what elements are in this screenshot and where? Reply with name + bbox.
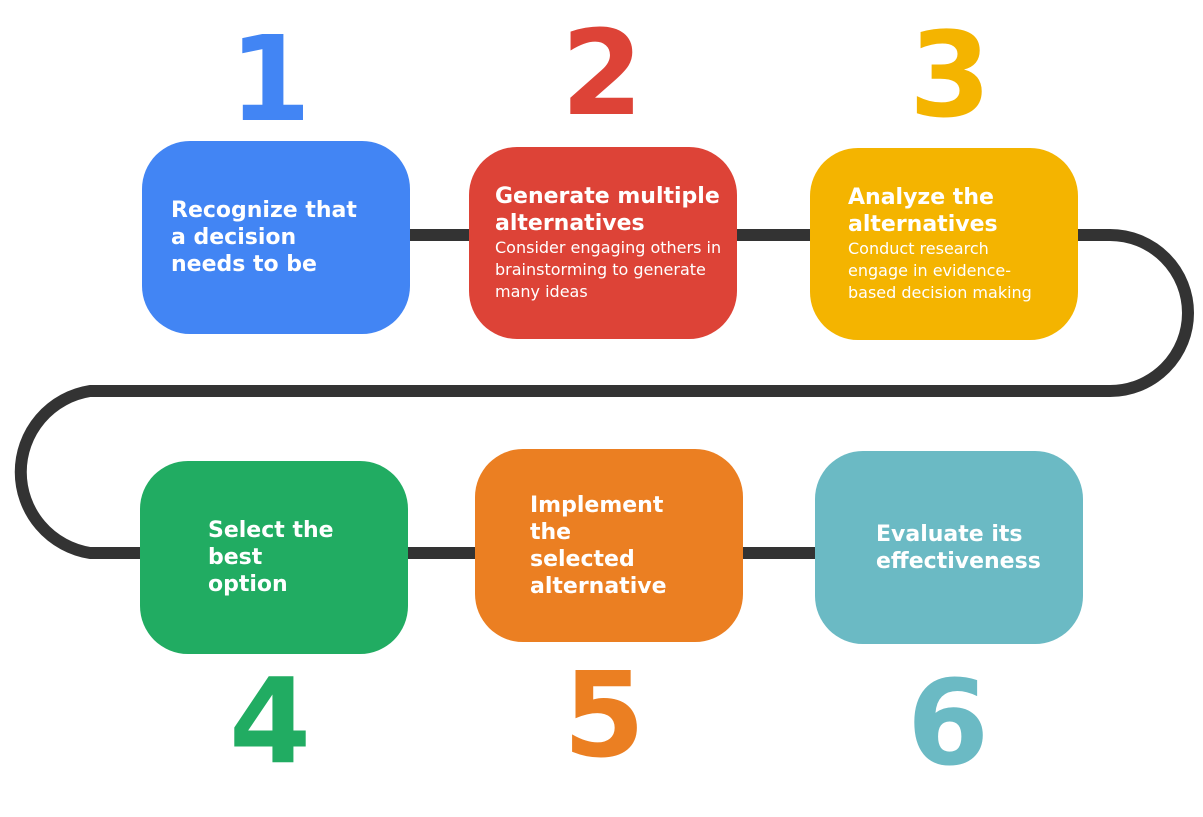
step-3-title: Analyze the alternatives [848,185,998,237]
step-2-title: Generate multiple alternatives [495,184,720,236]
step-4-title: Select the best option [208,518,334,597]
step-5-number: 5 [562,646,646,784]
step-1-card: Recognize that a decision needs to be [142,141,410,334]
step-6-card: Evaluate its effectiveness [815,451,1083,644]
step-4-card: Select the best option [140,461,408,654]
step-1-title: Recognize that a decision needs to be [171,198,357,277]
step-3-number: 3 [908,6,992,144]
step-6-number: 6 [906,654,990,792]
step-6-title: Evaluate its effectiveness [876,521,1041,574]
step-3-card: Analyze the alternatives Conduct researc… [810,148,1078,340]
step-2-card: Generate multiple alternatives Consider … [469,147,737,339]
step-3-description: Conduct research engage in evidence-base… [848,239,1032,302]
step-5-card: Implement the selected alternative [475,449,743,642]
step-4-number: 4 [228,652,312,790]
step-2-number: 2 [560,4,644,142]
step-5-title: Implement the selected alternative [530,492,667,599]
step-2-description: Consider engaging others in brainstormin… [495,238,722,301]
step-1-number: 1 [228,10,312,148]
